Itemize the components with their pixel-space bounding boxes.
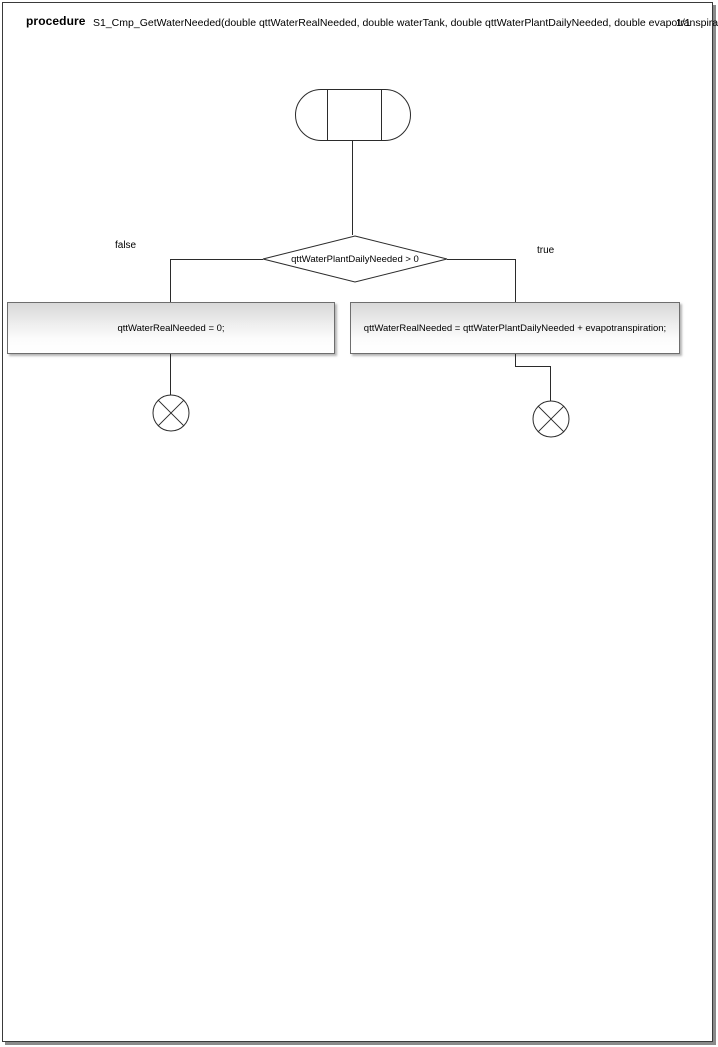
connector-true-horizontal bbox=[447, 259, 515, 260]
connector-true-to-end-seg2 bbox=[515, 366, 551, 367]
connector-start-to-decision bbox=[352, 141, 353, 235]
process-box-false-branch[interactable]: qttWaterRealNeeded = 0; bbox=[7, 302, 335, 354]
decision-node[interactable]: qttWaterPlantDailyNeeded > 0 bbox=[262, 235, 448, 283]
connector-true-to-end-seg1 bbox=[515, 354, 516, 366]
connector-true-to-end-seg3 bbox=[550, 366, 551, 401]
process-statement-true: qttWaterRealNeeded = qttWaterPlantDailyN… bbox=[363, 322, 667, 334]
connector-false-horizontal bbox=[170, 259, 263, 260]
start-terminal[interactable] bbox=[295, 89, 411, 141]
end-circle-x-icon bbox=[152, 394, 190, 432]
decision-condition-label: qttWaterPlantDailyNeeded > 0 bbox=[291, 253, 419, 265]
process-statement-false: qttWaterRealNeeded = 0; bbox=[117, 322, 225, 334]
procedure-signature: S1_Cmp_GetWaterNeeded(double qttWaterRea… bbox=[93, 17, 718, 29]
connector-false-to-end bbox=[170, 354, 171, 395]
end-circle-x-icon bbox=[532, 400, 570, 438]
process-box-true-branch[interactable]: qttWaterRealNeeded = qttWaterPlantDailyN… bbox=[350, 302, 680, 354]
end-terminal-false-branch[interactable] bbox=[152, 394, 190, 432]
branch-label-false: false bbox=[115, 240, 137, 251]
procedure-keyword: procedure bbox=[26, 14, 86, 28]
connector-false-vertical bbox=[170, 259, 171, 302]
start-terminal-divider-left bbox=[327, 89, 328, 141]
decision-diamond-shape bbox=[262, 235, 448, 283]
start-terminal-divider-right bbox=[381, 89, 382, 141]
end-terminal-true-branch[interactable] bbox=[532, 400, 570, 438]
page-number: 1/1 bbox=[676, 17, 691, 29]
connector-true-vertical bbox=[515, 259, 516, 302]
branch-label-true: true bbox=[537, 245, 555, 256]
